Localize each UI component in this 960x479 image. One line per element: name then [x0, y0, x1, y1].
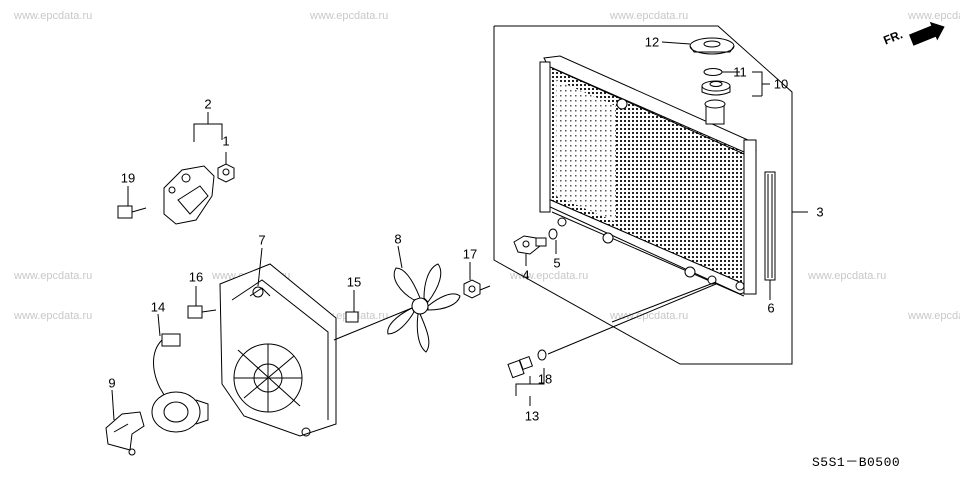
nut-1-part [217, 163, 235, 183]
callout-1: 1 [222, 133, 230, 149]
watermark: www.epcdata.ru [610, 10, 689, 22]
motor-cover-part [105, 411, 145, 456]
direction-arrow [909, 21, 945, 46]
drain-plug-part [513, 235, 547, 255]
cooling-fan-part [387, 263, 461, 353]
callout-2: 2 [204, 96, 212, 112]
callout-5: 5 [553, 255, 561, 271]
callout-9: 9 [108, 375, 116, 391]
fan-motor-part [151, 391, 209, 433]
callout-8: 8 [394, 231, 402, 247]
callout-16: 16 [188, 269, 204, 285]
callout-3: 3 [816, 204, 824, 220]
watermark: www.epcdata.ru [610, 310, 689, 322]
watermark: www.epcdata.ru [908, 310, 960, 322]
callout-15: 15 [346, 274, 362, 290]
fan-shroud-part [219, 263, 337, 437]
watermark: www.epcdata.ru [908, 10, 960, 22]
bolt-15-part [345, 311, 359, 323]
thermo-switch-part [507, 355, 534, 379]
callout-13: 13 [524, 408, 540, 424]
callout-14: 14 [150, 299, 166, 315]
watermark: www.epcdata.ru [14, 270, 93, 282]
callout-19: 19 [120, 170, 136, 186]
side-seal-part [764, 171, 776, 281]
callout-18: 18 [537, 371, 553, 387]
watermark: www.epcdata.ru [14, 310, 93, 322]
callout-6: 6 [767, 300, 775, 316]
cap-cover-part [689, 37, 735, 55]
watermark: www.epcdata.ru [310, 10, 389, 22]
wire-harness-part [153, 333, 181, 405]
callout-11: 11 [733, 64, 747, 80]
watermark: www.epcdata.ru [510, 270, 589, 282]
o-ring-part [703, 68, 723, 76]
nut-17-part [463, 279, 481, 299]
diagram-code: S5S1－B0500 [812, 455, 901, 470]
fan-bracket-part [163, 165, 215, 225]
callout-12: 12 [644, 34, 660, 50]
drain-o-ring-part [548, 228, 558, 240]
bolt-16-part [187, 305, 217, 319]
callout-17: 17 [462, 246, 478, 262]
radiator-cap-part [701, 80, 731, 96]
radiator-assembly-outline [493, 25, 793, 365]
washer-part [537, 349, 547, 361]
bolt-19-part [117, 205, 147, 219]
callout-7: 7 [258, 232, 266, 248]
watermark: www.epcdata.ru [808, 270, 887, 282]
callout-4: 4 [522, 267, 530, 283]
radiator-core [539, 55, 757, 297]
callout-10: 10 [773, 76, 789, 92]
watermark: www.epcdata.ru [14, 10, 93, 22]
